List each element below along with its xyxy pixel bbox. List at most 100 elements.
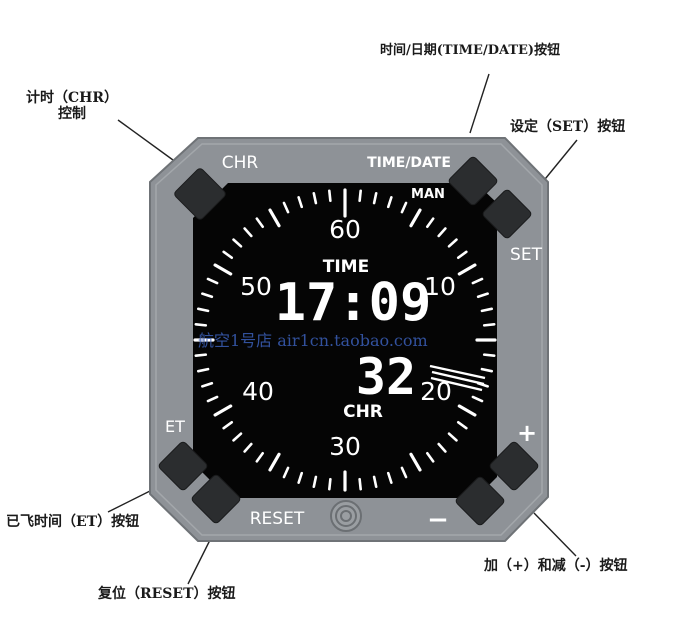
dial-tick (268, 208, 281, 228)
dial-tick (328, 477, 332, 491)
dial-tick (358, 189, 362, 203)
dial-tick (456, 420, 468, 430)
light-sensor-icon (330, 500, 362, 532)
dial-tick (232, 432, 243, 442)
reset-leader-line (187, 539, 211, 585)
dial-tick (206, 395, 219, 403)
dial-tick (196, 307, 210, 313)
time-date-callout: 时间/日期(TIME/DATE)按钮 (380, 43, 561, 58)
dial-tick (457, 404, 477, 417)
dial-tick (480, 307, 494, 313)
plus-minus-leader-line (533, 512, 577, 557)
time-date-button[interactable] (448, 156, 499, 207)
dial-tick (194, 353, 208, 357)
dial-tick (482, 353, 496, 357)
dial-tick (456, 250, 468, 260)
chr-callout-line1: 计时（CHR） (25, 90, 118, 106)
set-button[interactable] (482, 189, 533, 240)
chr-leader-line (117, 119, 174, 161)
dial-tick (194, 323, 208, 327)
dial-tick (282, 201, 290, 214)
dial-tick (409, 452, 422, 472)
dial-tick (358, 477, 362, 491)
dial-tick (386, 196, 393, 209)
dial-tick (243, 227, 253, 238)
dial-tick (255, 217, 265, 229)
chr-hand (429, 364, 486, 392)
time-date-leader-line (469, 73, 490, 134)
dial-tick (243, 442, 253, 453)
lcd-screen (193, 183, 497, 498)
dial-tick (222, 420, 234, 430)
set-callout: 设定（SET）按钮 (510, 119, 626, 135)
dial-tick (386, 471, 393, 484)
dial-number: 30 (329, 432, 361, 461)
dial-tick (400, 466, 408, 479)
dial-tick (447, 432, 458, 442)
chr-button[interactable] (173, 167, 227, 221)
dial-tick (476, 292, 489, 299)
man-indicator: MAN (411, 187, 445, 202)
dial-tick (400, 201, 408, 214)
dial-number: 40 (242, 377, 274, 406)
time-label: TIME (323, 257, 369, 277)
et-callout: 已飞时间（ET）按钮 (6, 514, 140, 530)
dial-tick (201, 381, 214, 388)
dial-tick (372, 475, 378, 489)
dial-tick (409, 208, 422, 228)
time-value: 17:09 (275, 273, 432, 333)
chr-value: 32 (356, 348, 416, 406)
dial-tick (480, 367, 494, 373)
watermark: 航空1号店 air1cn.taobao.com (198, 331, 428, 350)
set-leader-line (540, 139, 578, 185)
dial-tick (328, 189, 332, 203)
dial-tick (222, 250, 234, 260)
leader-lines (107, 73, 578, 585)
panel-label-chr: CHR (222, 153, 259, 173)
dial-tick (425, 217, 435, 229)
dial-tick (425, 451, 435, 463)
dial-tick (213, 263, 233, 276)
panel-label-set: SET (510, 245, 543, 265)
dial-tick (201, 292, 214, 299)
dial-tick (372, 191, 378, 205)
panel-label-et: ET (165, 417, 185, 436)
dial-tick (447, 238, 458, 248)
dial-tick (232, 238, 243, 248)
dial-tick (312, 475, 318, 489)
dial-tick (457, 263, 477, 276)
dial-tick (471, 395, 484, 403)
dial-tick (482, 323, 496, 327)
panel-label-time-date: TIME/DATE (367, 155, 451, 171)
dial-tick (282, 466, 290, 479)
dial-number: 50 (240, 272, 272, 301)
et-button[interactable] (158, 441, 209, 492)
dial-tick (255, 451, 265, 463)
reset-button[interactable] (191, 474, 242, 525)
dial-tick (312, 191, 318, 205)
dial-tick (297, 196, 304, 209)
dial-tick (196, 367, 210, 373)
panel-label-plus: + (517, 419, 537, 447)
plus-button[interactable] (489, 441, 540, 492)
panel-label-minus: − (427, 505, 449, 535)
dial-tick (297, 471, 304, 484)
dial-tick (206, 277, 219, 285)
chr-control-callout: 计时（CHR） 控制 (12, 90, 132, 122)
reset-callout: 复位（RESET）按钮 (98, 586, 236, 602)
plus-minus-callout: 加（+）和减（-）按钮 (484, 558, 628, 574)
dial-tick (471, 277, 484, 285)
bezel-highlight (155, 143, 543, 536)
et-leader-line (107, 489, 153, 513)
dial-tick (437, 227, 447, 238)
chr-display-label: CHR (343, 402, 383, 422)
chr-callout-line2: 控制 (58, 106, 86, 123)
dial-tick (437, 442, 447, 453)
dial-number: 60 (329, 215, 361, 244)
dial-tick (213, 404, 233, 417)
minus-button[interactable] (455, 476, 506, 527)
dial-tick (268, 452, 281, 472)
panel-label-reset: RESET (250, 509, 305, 529)
